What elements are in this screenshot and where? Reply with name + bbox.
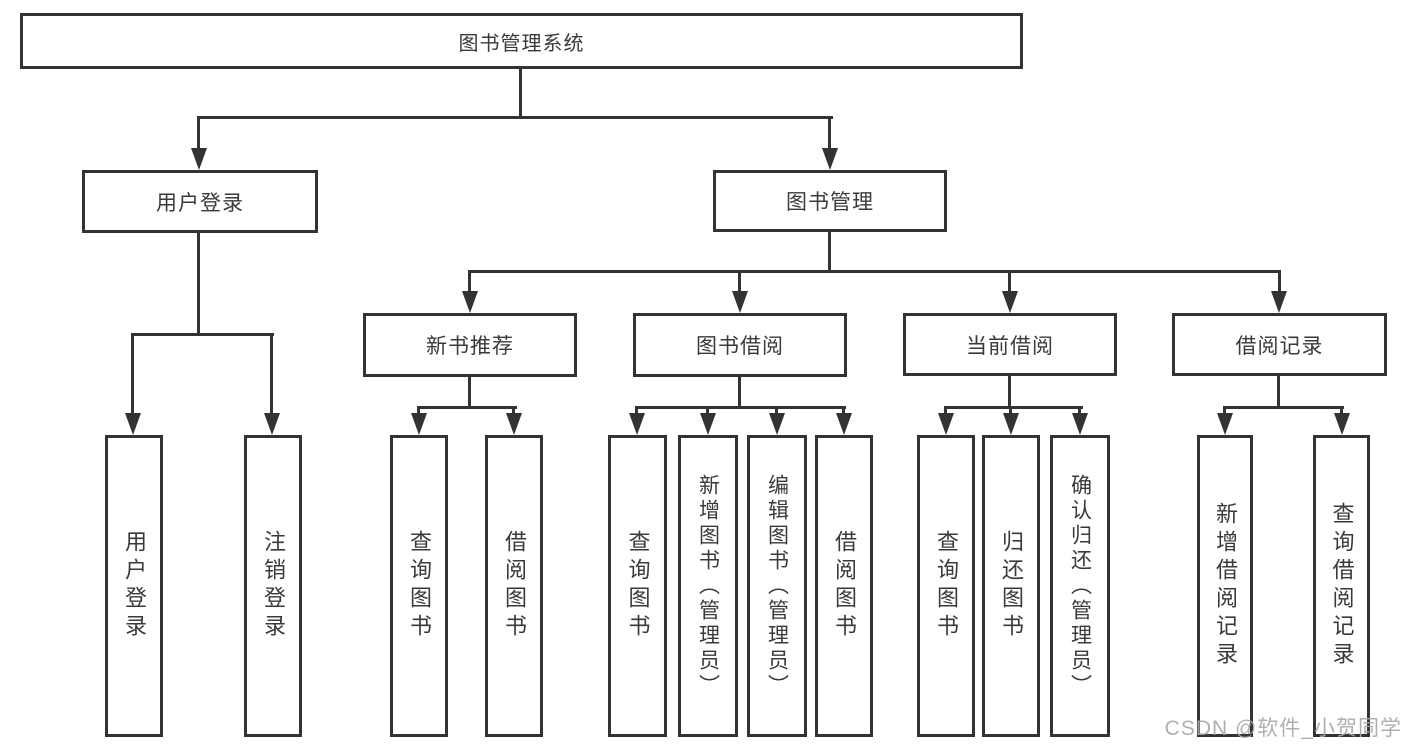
leaf-user-login-label: 用户登录	[122, 530, 147, 642]
node-book-borrow: 图书借阅	[633, 313, 847, 377]
leaf-borrow-book-recommend: 借阅图书	[485, 435, 543, 737]
leaf-query-book-recommend: 查询图书	[390, 435, 448, 737]
connector-line	[635, 406, 846, 409]
arrowhead-down-icon	[836, 413, 852, 435]
connector-line	[738, 270, 741, 298]
node-borrow-record-label: 借阅记录	[1235, 334, 1324, 358]
watermark: CSDN @软件_小贺同学	[1164, 717, 1402, 740]
node-new-book-recommend: 新书推荐	[363, 313, 577, 377]
connector-line	[468, 376, 471, 409]
node-current-borrow-label: 当前借阅	[966, 334, 1054, 358]
leaf-confirm-return-admin-label: 确认归还（管理员）	[1068, 473, 1092, 699]
leaf-query-book-recommend-label: 查询图书	[407, 530, 432, 642]
node-user-login: 用户登录	[82, 170, 318, 233]
connector-line	[1223, 406, 1226, 419]
node-borrow-record: 借阅记录	[1172, 313, 1387, 376]
arrowhead-down-icon	[1217, 413, 1233, 435]
leaf-logout: 注销登录	[244, 435, 302, 737]
connector-line	[1277, 375, 1280, 409]
connector-line	[270, 333, 273, 419]
connector-line	[197, 116, 200, 156]
arrowhead-down-icon	[822, 148, 838, 170]
arrowhead-down-icon	[769, 413, 785, 435]
leaf-confirm-return-admin: 确认归还（管理员）	[1050, 435, 1110, 737]
leaf-edit-book-admin-label: 编辑图书（管理员）	[765, 473, 789, 699]
node-book-management: 图书管理	[713, 170, 947, 232]
leaf-add-borrow-record-label: 新增借阅记录	[1213, 502, 1238, 670]
arrowhead-down-icon	[700, 413, 716, 435]
connector-line	[417, 406, 420, 419]
leaf-add-book-admin-label: 新增图书（管理员）	[696, 473, 720, 699]
connector-line	[635, 406, 638, 419]
leaf-user-login: 用户登录	[105, 435, 163, 737]
arrowhead-down-icon	[191, 148, 207, 170]
node-book-borrow-label: 图书借阅	[696, 335, 784, 358]
connector-line	[197, 232, 200, 336]
leaf-logout-label: 注销登录	[261, 530, 286, 642]
leaf-query-book-current: 查询图书	[917, 435, 975, 737]
connector-line	[828, 231, 831, 273]
connector-line	[706, 406, 709, 419]
leaf-query-book-borrow-label: 查询图书	[625, 530, 651, 642]
connector-line	[1078, 406, 1081, 419]
node-new-book-recommend-label: 新书推荐	[426, 335, 514, 358]
connector-line	[828, 116, 831, 156]
arrowhead-down-icon	[411, 413, 427, 435]
arrowhead-down-icon	[938, 413, 954, 435]
arrowhead-down-icon	[125, 413, 141, 435]
leaf-add-borrow-record: 新增借阅记录	[1197, 435, 1253, 737]
connector-line	[1340, 406, 1343, 419]
connector-line	[944, 406, 947, 419]
connector-line	[131, 333, 274, 336]
arrowhead-down-icon	[732, 291, 748, 313]
node-book-management-label: 图书管理	[786, 191, 874, 214]
connector-line	[775, 406, 778, 419]
connector-line	[1278, 270, 1281, 298]
connector-line	[512, 406, 515, 419]
node-root-label: 图书管理系统	[458, 32, 585, 55]
leaf-edit-book-admin: 编辑图书（管理员）	[747, 435, 807, 737]
node-root: 图书管理系统	[20, 13, 1023, 69]
connector-line	[468, 270, 1281, 273]
connector-line	[1223, 406, 1344, 409]
arrowhead-down-icon	[506, 413, 522, 435]
node-current-borrow: 当前借阅	[903, 313, 1117, 376]
connector-line	[738, 376, 741, 409]
arrowhead-down-icon	[1271, 291, 1287, 313]
leaf-query-borrow-record: 查询借阅记录	[1313, 435, 1370, 737]
leaf-borrow-book: 借阅图书	[815, 435, 873, 737]
arrowhead-down-icon	[462, 291, 478, 313]
arrowhead-down-icon	[1003, 413, 1019, 435]
arrowhead-down-icon	[1002, 291, 1018, 313]
connector-line	[197, 116, 833, 119]
connector-line	[842, 406, 845, 419]
node-user-login-label: 用户登录	[156, 191, 244, 215]
arrowhead-down-icon	[629, 413, 645, 435]
leaf-borrow-book-recommend-label: 借阅图书	[502, 530, 527, 642]
connector-line	[1008, 270, 1011, 298]
connector-line	[417, 406, 517, 409]
arrowhead-down-icon	[1334, 413, 1350, 435]
arrowhead-down-icon	[1072, 413, 1088, 435]
connector-line	[131, 333, 134, 419]
leaf-query-borrow-record-label: 查询借阅记录	[1329, 502, 1355, 670]
connector-line	[468, 270, 471, 298]
leaf-return-book-label: 归还图书	[999, 530, 1024, 642]
connector-line	[1008, 375, 1011, 409]
leaf-add-book-admin: 新增图书（管理员）	[678, 435, 738, 737]
leaf-borrow-book-label: 借阅图书	[832, 530, 857, 642]
connector-line	[944, 406, 1083, 409]
leaf-return-book: 归还图书	[982, 435, 1040, 737]
leaf-query-book-borrow: 查询图书	[608, 435, 667, 737]
arrowhead-down-icon	[264, 413, 280, 435]
connector-line	[519, 67, 522, 119]
leaf-query-book-current-label: 查询图书	[934, 530, 959, 642]
connector-line	[1009, 406, 1012, 419]
